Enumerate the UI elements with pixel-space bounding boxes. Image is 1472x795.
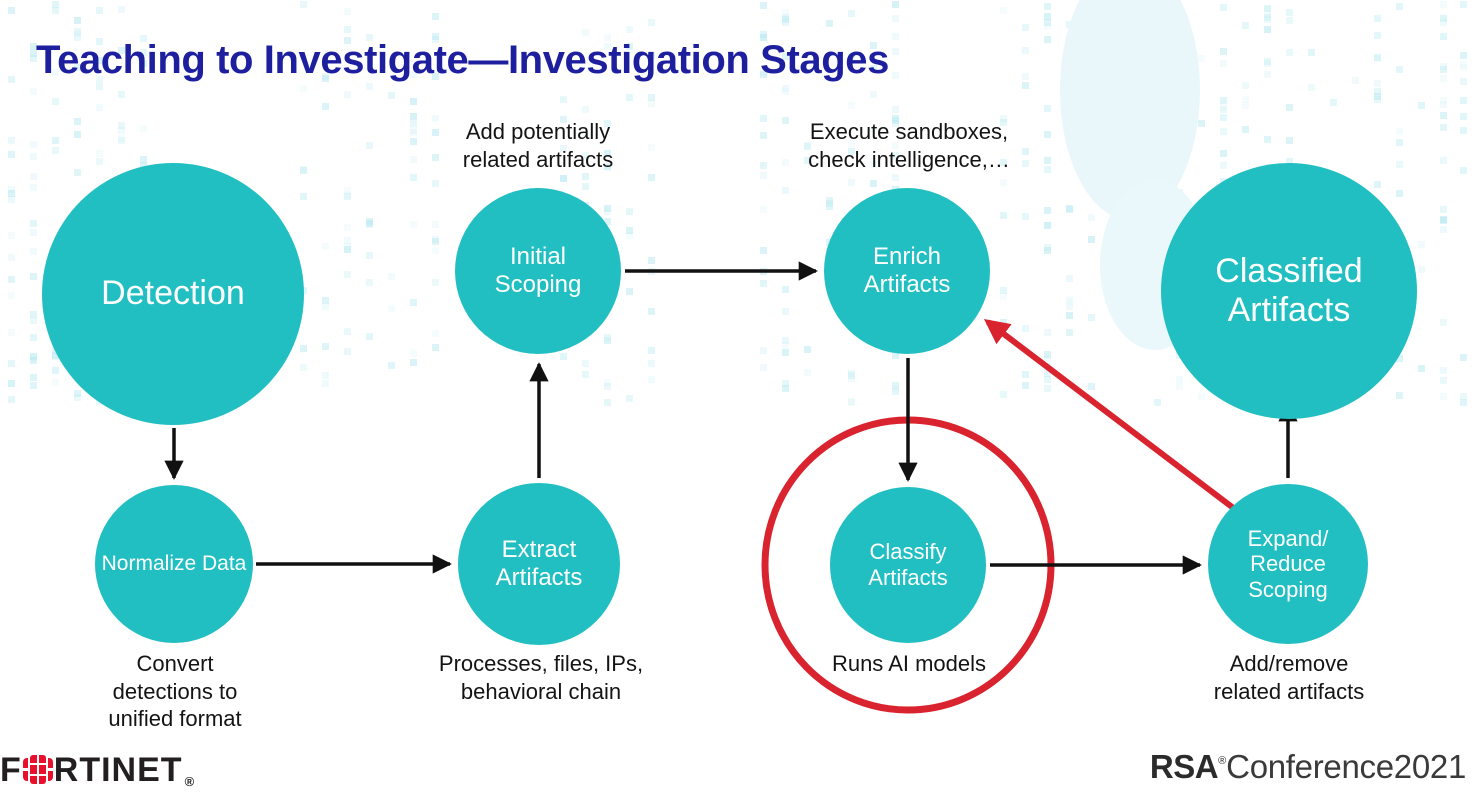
rsa-logo-light: Conference2021	[1226, 748, 1466, 785]
node-extract-artifacts-label: Extract Artifacts	[495, 536, 583, 591]
rsa-logo-bold: RSA	[1149, 748, 1219, 785]
fortinet-logo-pre: F	[0, 751, 22, 789]
node-expand-reduce-scoping[interactable]: Expand/ Reduce Scoping	[1208, 484, 1368, 644]
caption-normalize-data: Convert detections to unified format	[108, 651, 242, 731]
node-normalize-data-label: Normalize Data	[101, 551, 247, 575]
caption-classify-artifacts: Runs AI models	[831, 651, 987, 676]
node-classified-artifacts-label: Classified Artifacts	[1215, 251, 1363, 329]
edge-expand-to-enrich-feedback	[983, 318, 1238, 513]
node-detection[interactable]: Detection	[42, 163, 304, 425]
fortinet-logo-post: RTINET	[53, 751, 183, 789]
rsa-conference-logo: RSA ® Conference2021	[1150, 748, 1466, 786]
node-detection-label: Detection	[101, 274, 245, 313]
node-enrich-artifacts[interactable]: Enrich Artifacts	[824, 188, 990, 354]
node-classified-artifacts[interactable]: Classified Artifacts	[1161, 163, 1417, 419]
caption-enrich-artifacts: Execute sandboxes, check intelligence,…	[808, 119, 1010, 172]
node-initial-scoping-label: Initial Scoping	[494, 243, 582, 298]
node-expand-reduce-scoping-label: Expand/ Reduce Scoping	[1247, 525, 1329, 602]
node-classify-artifacts-label: Classify Artifacts	[868, 539, 948, 590]
fortinet-o-mark-icon	[22, 755, 53, 785]
node-normalize-data[interactable]: Normalize Data	[95, 485, 253, 643]
fortinet-logo: F RTINET ®	[0, 748, 194, 792]
page-title: Teaching to Investigate—Investigation St…	[36, 37, 889, 82]
node-enrich-artifacts-label: Enrich Artifacts	[863, 243, 951, 298]
node-extract-artifacts[interactable]: Extract Artifacts	[458, 483, 620, 645]
rsa-registered-mark: ®	[1218, 755, 1227, 767]
node-initial-scoping[interactable]: Initial Scoping	[455, 188, 621, 354]
fortinet-registered-mark: ®	[184, 774, 195, 789]
node-classify-artifacts[interactable]: Classify Artifacts	[830, 487, 986, 643]
caption-initial-scoping: Add potentially related artifacts	[462, 119, 614, 172]
caption-expand-reduce-scoping: Add/remove related artifacts	[1213, 651, 1365, 704]
caption-extract-artifacts: Processes, files, IPs, behavioral chain	[438, 651, 644, 704]
